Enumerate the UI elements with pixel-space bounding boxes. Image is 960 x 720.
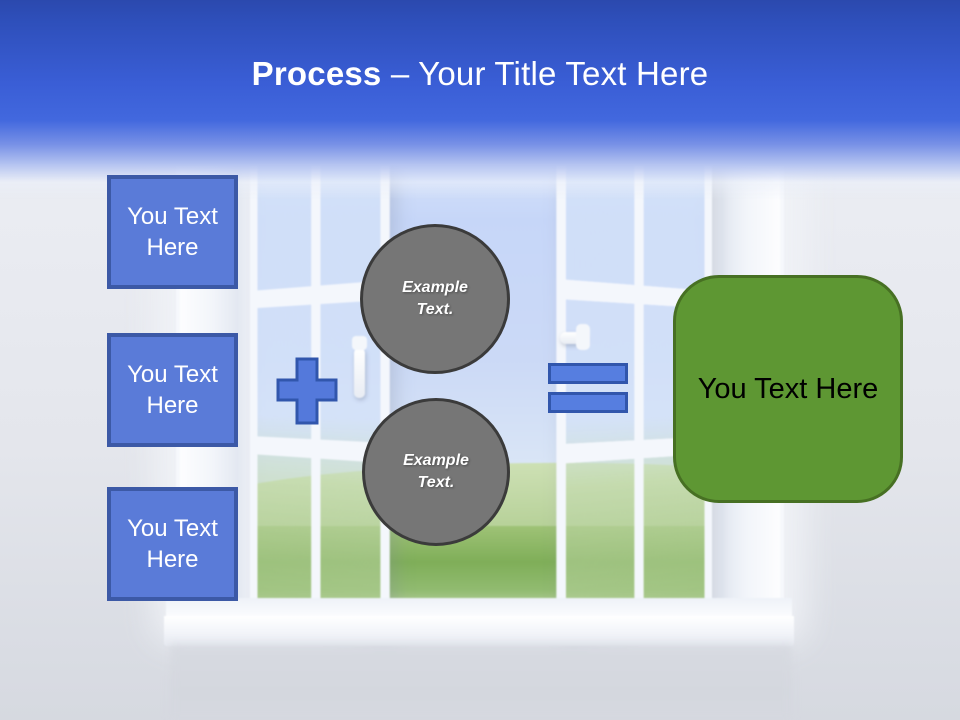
windowsill-shadow [170, 645, 792, 720]
result-box-label: You Text Here [697, 372, 879, 405]
input-box-1-label: You Text Here [127, 203, 218, 261]
slide-title[interactable]: Process – Your Title Text Here [0, 54, 960, 94]
windowsill-top [166, 598, 792, 617]
equals-icon[interactable] [548, 363, 628, 413]
equals-bar-top [548, 363, 628, 384]
slide-header: Process – Your Title Text Here [0, 0, 960, 200]
example-circle-2-label: Example Text. [403, 452, 469, 491]
windowsill-front [164, 616, 794, 646]
example-circle-2[interactable]: Example Text. [362, 398, 510, 546]
input-box-2[interactable]: You Text Here [107, 333, 238, 447]
window-handle-right [560, 324, 590, 350]
result-box[interactable]: You Text Here [673, 275, 903, 503]
input-box-3-label: You Text Here [127, 515, 218, 573]
equals-bar-bottom [548, 392, 628, 413]
title-keyword: Process [251, 55, 382, 92]
example-circle-1[interactable]: Example Text. [360, 224, 510, 374]
example-circle-1-label: Example Text. [402, 279, 468, 318]
title-rest: – Your Title Text Here [381, 55, 709, 92]
input-box-2-label: You Text Here [127, 361, 218, 419]
input-box-3[interactable]: You Text Here [107, 487, 238, 601]
input-box-1[interactable]: You Text Here [107, 175, 238, 289]
window-handle-left [352, 336, 367, 398]
plus-icon[interactable] [276, 357, 338, 425]
